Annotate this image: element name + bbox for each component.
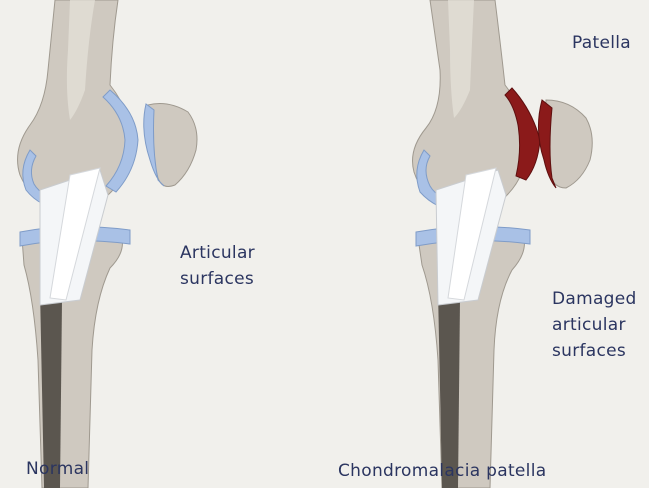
label-damaged-line-1: Damaged	[552, 286, 637, 312]
label-articular-surfaces: Articular surfaces	[180, 240, 255, 292]
label-damaged-line-3: surfaces	[552, 338, 637, 364]
caption-normal: Normal	[26, 456, 89, 482]
label-articular-line-2: surfaces	[180, 266, 255, 292]
label-damaged-articular-surfaces: Damaged articular surfaces	[552, 286, 637, 364]
label-damaged-line-2: articular	[552, 312, 637, 338]
damaged-patella	[545, 100, 592, 188]
damaged-knee	[413, 0, 593, 488]
label-articular-line-1: Articular	[180, 240, 255, 266]
label-patella: Patella	[572, 30, 631, 56]
normal-knee	[18, 0, 197, 488]
caption-chondromalacia: Chondromalacia patella	[338, 458, 546, 484]
